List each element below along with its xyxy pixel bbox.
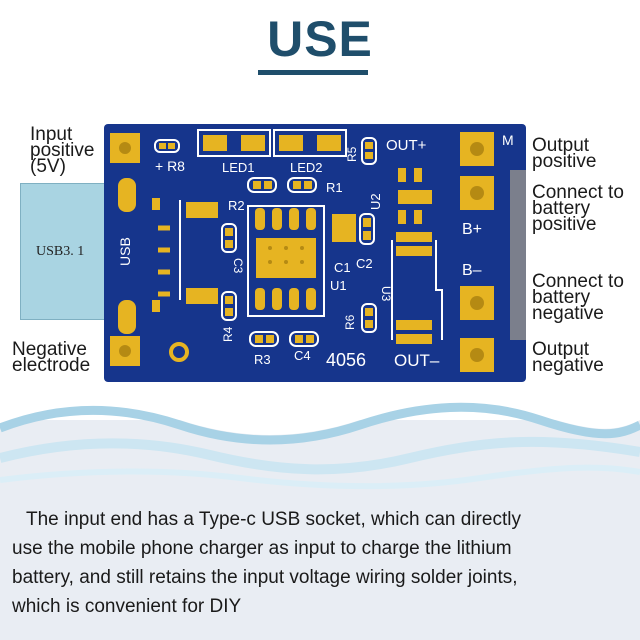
silk-c4: C4 — [294, 348, 311, 363]
title-underline — [258, 70, 368, 75]
silk-r2: R2 — [228, 198, 245, 213]
silk-usb: USB — [117, 237, 133, 266]
label-battery-positive: Connect to battery positive — [532, 182, 624, 235]
silk-r3: R3 — [254, 352, 271, 367]
silk-led2: LED2 — [290, 160, 323, 175]
usb-socket-label: USB3. 1 — [36, 244, 85, 259]
silk-chip-4056: 4056 — [326, 350, 366, 370]
silk-r4: R4 — [221, 326, 235, 342]
label-input-positive: Input positive (5V) — [30, 124, 95, 177]
silk-u2: U2 — [368, 193, 383, 210]
description-line: which is convenient for DIY — [12, 596, 242, 617]
description-line: battery, and still retains the input vol… — [12, 567, 518, 588]
silk-c2: C2 — [356, 256, 373, 271]
silk-u1: U1 — [330, 278, 347, 293]
silk-u3: U3 — [379, 286, 393, 302]
silk-r5: R5 — [345, 146, 359, 162]
label-battery-negative: Connect to battery negative — [532, 271, 624, 324]
silk-c1: C1 — [334, 260, 351, 275]
silk-c3: C3 — [231, 258, 245, 274]
label-negative-electrode: Negative electrode — [12, 339, 91, 376]
silk-b-plus: B+ — [462, 221, 482, 238]
silk-led1: LED1 — [222, 160, 255, 175]
page-title: USE — [267, 11, 373, 67]
silk-out-plus: OUT+ — [386, 137, 427, 154]
silk-plus-r8: + R8 — [155, 158, 185, 174]
silk-out-minus: OUT– — [394, 351, 440, 370]
description-line: The input end has a Type-c USB socket, w… — [26, 509, 521, 530]
description-line: use the mobile phone charger as input to… — [12, 538, 512, 559]
wave-decoration — [0, 380, 640, 640]
silk-r1: R1 — [326, 180, 343, 195]
label-output-positive: Output positive — [532, 135, 597, 172]
silk-b-minus: B– — [462, 262, 482, 279]
label-output-negative: Output negative — [532, 339, 604, 376]
silk-r6: R6 — [343, 314, 357, 330]
silk-m: M — [502, 132, 514, 148]
description-text: The input end has a Type-c USB socket, w… — [12, 505, 632, 621]
